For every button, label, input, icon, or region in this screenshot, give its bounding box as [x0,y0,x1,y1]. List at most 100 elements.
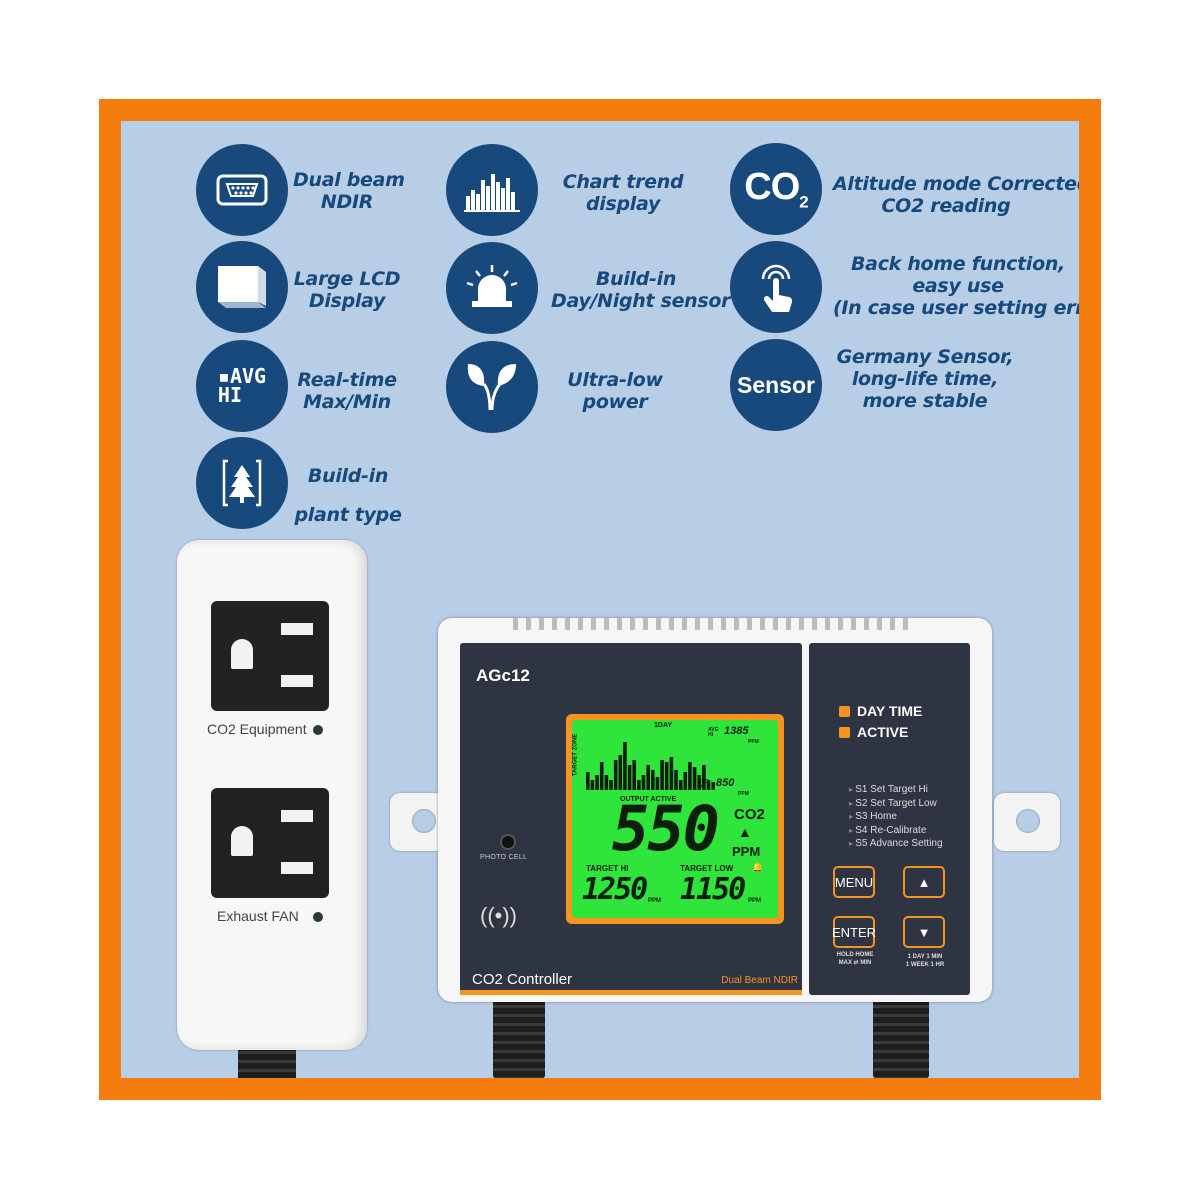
day-time-indicator: DAY TIME [839,703,922,719]
trend-bar [688,762,692,790]
trend-bar [678,780,683,790]
trend-bar [655,777,660,790]
trend-bar [651,770,655,790]
ppm-unit: PPM [732,844,761,859]
lcd-screen: 1DAY TARGET ZONE AVG HI 1385 PPM AVG LO … [572,720,778,918]
target-low-value: 1150 [680,872,746,907]
model-name: AGc12 [476,666,530,685]
sensor-text-icon: Sensor [730,339,822,431]
menu-item-s5: S5 Advance Setting [849,837,942,851]
feature-label-back-home: Back home function,easy use(In case user… [833,253,1079,319]
co2-controller: AGc12 PHOTO CELL ((•)) CO2 Controller Du… [438,618,992,1002]
trend-bar [599,762,604,790]
menu-item-s3: S3 Home [849,810,943,824]
menu-item-s4: S4 Re-Calibrate [849,824,943,838]
trend-bar [623,742,627,790]
trend-bar [646,765,650,790]
trend-bar [613,760,618,790]
exhaust-fan-label: Exhaust FAN [217,908,299,924]
ndir-label: Dual Beam NDIR [721,975,798,986]
mount-tab-right [994,793,1060,851]
co2-equipment-label: CO2 Equipment [207,721,307,737]
photo-cell-label: PHOTO CELL [480,854,528,861]
trend-bar [664,762,669,790]
active-indicator: ACTIVE [839,724,908,740]
plant-indicator-icon: ▲ [738,824,752,840]
lcd-period: 1DAY [654,722,673,729]
outlet-co2-equipment [211,601,329,711]
top-vents [513,618,913,630]
trend-bar [669,757,674,790]
controller-label: CO2 Controller [472,971,573,988]
trend-bar [627,765,632,790]
controller-cord-right [873,999,929,1078]
down-button[interactable]: ▼ [903,916,945,948]
menu-item-s1: S1 Set Target Hi [849,783,943,797]
lcd-screen-icon [196,241,288,333]
menu-settings-list: S1 Set Target Hi S2 Set Target Low S3 Ho… [849,783,943,851]
trend-bar [618,755,623,790]
tree-icon [196,437,288,529]
outlet-strip: CO2 Equipment Exhaust FAN [177,540,367,1050]
alarm-bell-icon: 🔔 [752,862,764,872]
co2-reading: 550 [612,792,720,865]
controller-cord-left [493,999,545,1078]
trend-bar [590,780,595,790]
menu-item-s2: S2 Set Target Low [849,797,943,811]
lcd-output-active: OUTPUT ACTIVE [620,796,677,803]
co2-unit: CO2 [734,806,765,823]
lcd-avg-hi-ppm: PPM [748,739,759,745]
touch-hand-icon [730,241,822,333]
feature-label-sensor: Germany Sensor,long-life time,more stabl… [836,346,1014,412]
exhaust-fan-indicator [313,912,323,922]
bar-chart-icon [446,144,538,236]
trend-bar [692,767,697,790]
co2-equipment-indicator [313,725,323,735]
target-low-label: TARGET LOW [680,864,734,873]
up-button[interactable]: ▲ [903,866,945,898]
lcd-avg-hi-value: 1385 [724,725,749,737]
siren-light-icon [446,242,538,334]
trend-bar [595,775,599,790]
lcd-display: 1DAY TARGET ZONE AVG HI 1385 PPM AVG LO … [566,714,784,924]
trend-bar [637,780,641,790]
enter-button[interactable]: ENTER [832,916,876,948]
lcd-avg-lo-value: 850 [716,777,735,789]
trend-bar [641,775,646,790]
trend-bar [586,772,590,790]
lcd-avg-hi-label: AVG HI [708,727,719,738]
lcd-trend-chart [586,742,715,790]
wireless-icon: ((•)) [480,903,518,928]
orange-trim [460,990,802,995]
trend-bar [604,775,609,790]
trend-bar [660,760,664,790]
trend-bar [632,760,636,790]
controller-face: AGc12 PHOTO CELL ((•)) CO2 Controller Du… [460,643,802,995]
trend-bar [702,765,706,790]
co2-text-icon: CO2 [730,143,822,235]
control-panel: DAY TIME ACTIVE S1 Set Target Hi S2 Set … [809,643,970,995]
photo-cell-sensor [502,836,514,848]
trend-bar [674,770,678,790]
trend-bar [609,780,613,790]
target-hi-label: TARGET HI [586,864,629,873]
lcd-avg-lo-ppm: PPM [738,791,749,797]
trend-bar [697,775,701,790]
leaf-sprout-icon [446,341,538,433]
outlet-exhaust-fan [211,788,329,898]
trend-bar [711,782,715,790]
db9-connector-icon [196,144,288,236]
menu-button[interactable]: MENU [833,866,875,898]
